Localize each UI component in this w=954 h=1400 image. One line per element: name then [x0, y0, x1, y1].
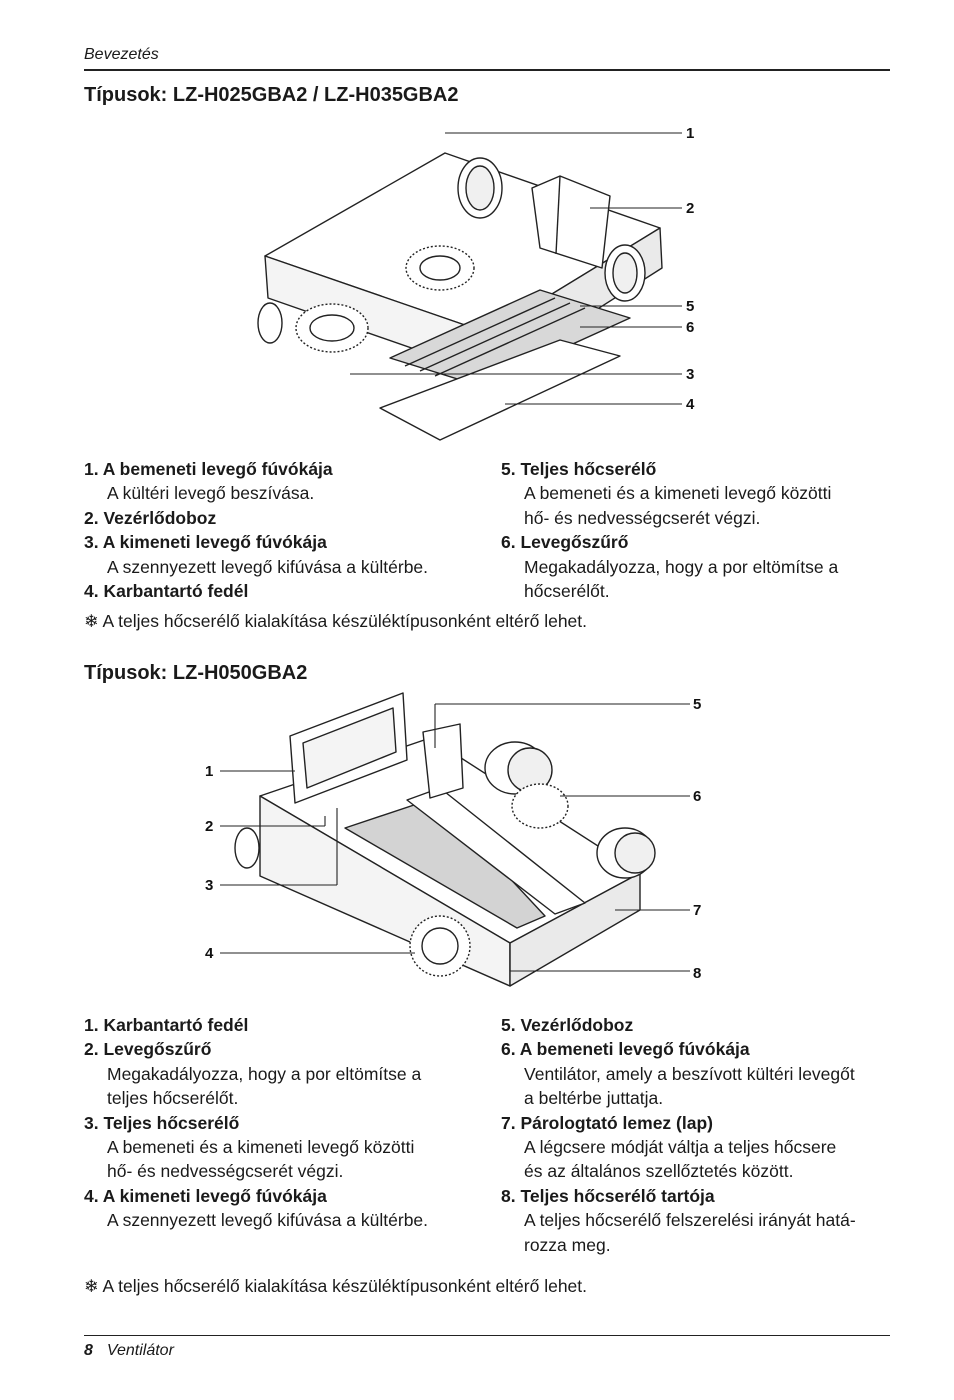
s2-item-3-title: 3. Teljes hőcserélő: [84, 1112, 240, 1133]
s1-item-5-desc-line1: A bemeneti és a kimeneti levegő közötti: [524, 483, 832, 504]
section2-note: ❄ A teljes hőcserélő kialakítása készülé…: [84, 1276, 588, 1296]
s2-item-6-title: 6. A bemeneti levegő fúvókája: [501, 1039, 750, 1060]
section1-note: ❄ A teljes hőcserélő kialakítása készülé…: [84, 611, 588, 631]
s1-item-6-desc-line2: hőcserélőt.: [524, 581, 610, 602]
s1-callout-3: 3: [686, 366, 694, 383]
section1-title: Típusok: LZ-H025GBA2 / LZ-H035GBA2: [84, 84, 459, 106]
s1-callout-1: 1: [686, 125, 694, 142]
s2-callout-2: 2: [205, 818, 213, 835]
s2-item-2-desc-line2: teljes hőcserélőt.: [107, 1088, 239, 1109]
s2-callout-1: 1: [205, 763, 213, 780]
s2-item-2-desc-line1: Megakadályozza, hogy a por eltömítse a: [107, 1063, 422, 1084]
s2-callout-7: 7: [693, 902, 701, 919]
s2-callout-5: 5: [693, 696, 701, 713]
section2-title: Típusok: LZ-H050GBA2: [84, 662, 308, 684]
s2-callout-8: 8: [693, 965, 701, 982]
s1-callout-4: 4: [686, 396, 695, 413]
s1-item-6-desc-line1: Megakadályozza, hogy a por eltömítse a: [524, 556, 839, 577]
s1-item-1-desc: A kültéri levegő beszívása.: [107, 483, 315, 504]
section1-legend-left: 1. A bemeneti levegő fúvókája A kültéri …: [84, 457, 489, 603]
section1-legend-right: 5. Teljes hőcserélő A bemeneti és a kime…: [501, 457, 891, 603]
s1-item-2-title: 2. Vezérlődoboz: [84, 507, 217, 528]
s1-callout-5: 5: [686, 298, 694, 315]
s2-item-1-title: 1. Karbantartó fedél: [84, 1015, 249, 1035]
s1-item-4-title: 4. Karbantartó fedél: [84, 581, 249, 602]
s1-callout-6: 6: [686, 319, 694, 336]
s2-item-2-title: 2. Levegőszűrő: [84, 1039, 212, 1060]
header-rule: [84, 69, 890, 71]
s1-item-1-title: 1. A bemeneti levegő fúvókája: [84, 459, 333, 479]
section2-legend-right: 5. Vezérlődoboz 6. A bemeneti levegő fúv…: [501, 1013, 896, 1257]
s1-item-5-desc-line2: hő- és nedvességcserét végzi.: [524, 507, 761, 528]
s2-item-3-desc-line1: A bemeneti és a kimeneti levegő közötti: [107, 1137, 415, 1158]
s2-item-7-title: 7. Párologtató lemez (lap): [501, 1112, 713, 1133]
s1-item-5-title: 5. Teljes hőcserélő: [501, 459, 657, 479]
s2-item-6-desc-line1: Ventilátor, amely a beszívott kültéri le…: [524, 1063, 855, 1084]
s2-callout-6: 6: [693, 788, 701, 805]
footer-rule: [84, 1335, 890, 1336]
s2-item-7-desc-line2: és az általános szellőztetés között.: [524, 1161, 794, 1182]
page-footer: 8 Ventilátor: [84, 1342, 174, 1360]
page-number: 8: [84, 1342, 93, 1359]
s1-item-3-title: 3. A kimeneti levegő fúvókája: [84, 532, 327, 553]
section2-legend-left: 1. Karbantartó fedél 2. Levegőszűrő Mega…: [84, 1013, 489, 1233]
s1-item-6-title: 6. Levegőszűrő: [501, 532, 629, 553]
s2-item-8-desc-line2: rozza meg.: [524, 1234, 611, 1255]
s1-item-3-desc: A szennyezett levegő kifúvása a kültérbe…: [107, 556, 429, 577]
s1-callout-2: 2: [686, 200, 694, 217]
s2-item-5-title: 5. Vezérlődoboz: [501, 1015, 634, 1035]
footer-title: Ventilátor: [106, 1342, 174, 1359]
s2-callout-3: 3: [205, 877, 213, 894]
ventilator-diagram-1: 1 2 5 6 3 4: [257, 125, 695, 441]
s2-callout-4: 4: [205, 945, 214, 962]
s2-item-3-desc-line2: hő- és nedvességcserét végzi.: [107, 1161, 344, 1182]
s2-item-6-desc-line2: a beltérbe juttatja.: [524, 1088, 664, 1109]
s2-item-7-desc-line1: A légcsere módját váltja a teljes hőcser…: [524, 1137, 837, 1158]
s2-item-8-title: 8. Teljes hőcserélő tartója: [501, 1185, 715, 1206]
s2-item-8-desc-line1: A teljes hőcserélő felszerelési irányát …: [524, 1210, 856, 1231]
s2-item-4-desc: A szennyezett levegő kifúvása a kültérbe…: [107, 1210, 429, 1231]
running-header: Bevezetés: [84, 46, 159, 63]
s2-item-4-title: 4. A kimeneti levegő fúvókája: [84, 1185, 327, 1206]
ventilator-diagram-2: 1 2 3 4 5 6 7 8: [205, 692, 701, 987]
